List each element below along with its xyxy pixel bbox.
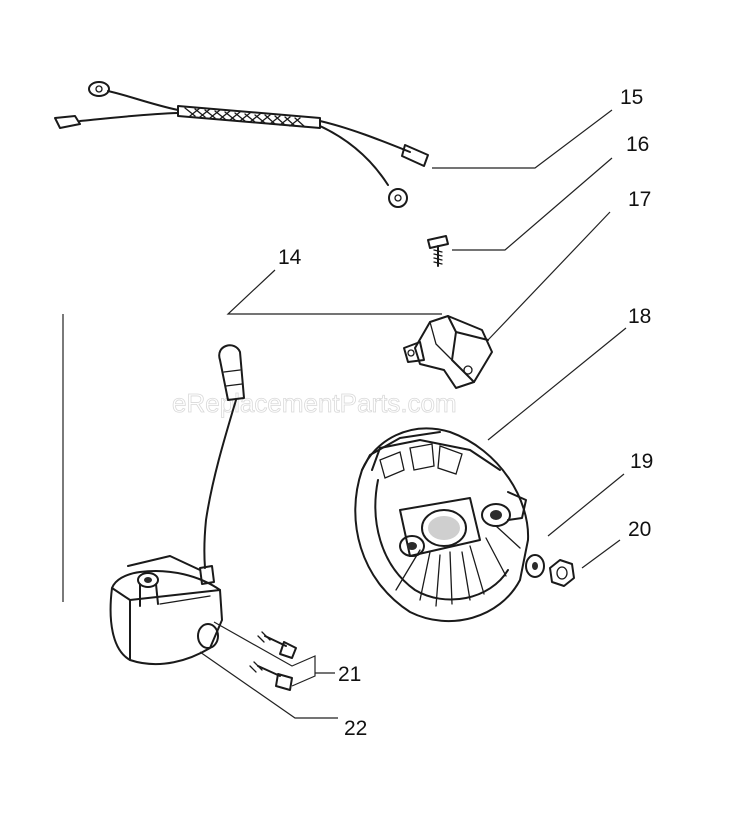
callout-19: 19 — [630, 450, 653, 473]
wire-harness-part — [54, 81, 429, 208]
bracket-part — [403, 315, 493, 389]
callout-15: 15 — [620, 86, 643, 109]
watermark-text: eReplacementParts.com — [172, 388, 457, 418]
screw-part — [427, 235, 449, 267]
nut-part — [549, 559, 575, 587]
callout-20: 20 — [628, 518, 651, 541]
callout-18: 18 — [628, 305, 651, 328]
ignition-coil-part — [109, 344, 245, 666]
callout-21: 21 — [338, 663, 361, 686]
callout-14: 14 — [278, 246, 302, 269]
callout-22: 22 — [344, 717, 367, 740]
flywheel-part — [354, 427, 530, 623]
bolts-part — [249, 631, 297, 691]
callout-16: 16 — [626, 133, 649, 156]
washer-part — [525, 554, 545, 578]
callout-17: 17 — [628, 188, 651, 211]
leader-lines — [62, 109, 627, 719]
